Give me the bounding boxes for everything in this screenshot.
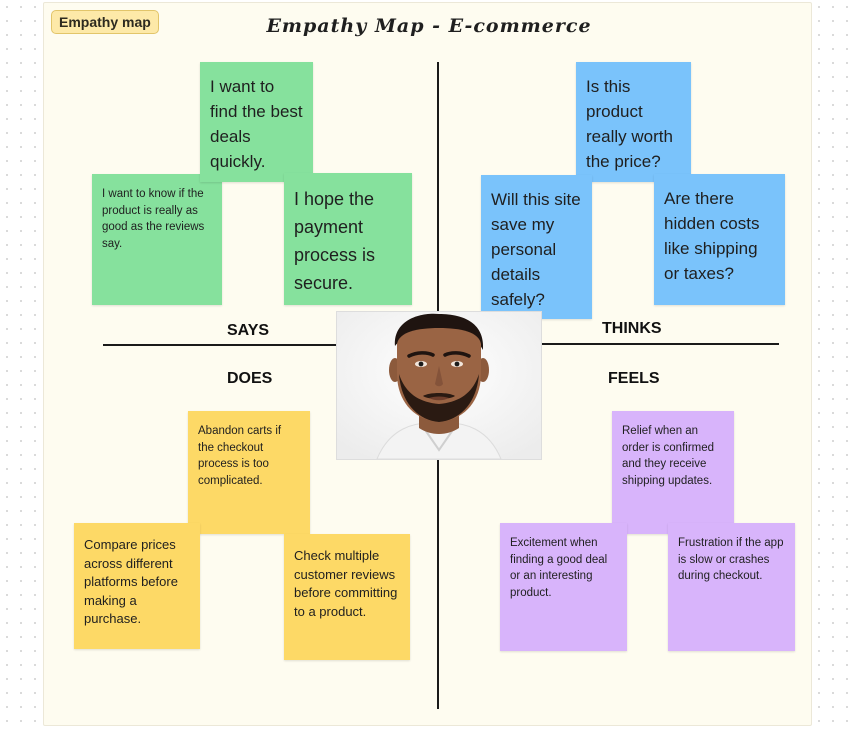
- sticky-note-thinks[interactable]: Is this product really worth the price?: [576, 62, 691, 182]
- sticky-note-feels[interactable]: Excitement when finding a good deal or a…: [500, 523, 627, 651]
- quadrant-label-feels: FEELS: [608, 370, 660, 387]
- sticky-note-does[interactable]: Check multiple customer reviews before c…: [284, 534, 410, 660]
- quadrant-label-thinks: THINKS: [602, 320, 662, 337]
- sticky-note-says[interactable]: I want to find the best deals quickly.: [200, 62, 313, 182]
- sticky-note-says[interactable]: I hope the payment process is secure.: [284, 173, 412, 305]
- quadrant-label-says: SAYS: [227, 322, 270, 339]
- quadrant-label-does: DOES: [227, 370, 273, 387]
- sticky-note-feels[interactable]: Frustration if the app is slow or crashe…: [668, 523, 795, 651]
- sticky-note-thinks[interactable]: Are there hidden costs like shipping or …: [654, 174, 785, 305]
- frame-label[interactable]: Empathy map: [51, 10, 159, 34]
- sticky-note-does[interactable]: Abandon carts if the checkout process is…: [188, 411, 310, 534]
- horizontal-divider-right: [538, 343, 779, 345]
- sticky-note-feels[interactable]: Relief when an order is confirmed and th…: [612, 411, 734, 534]
- persona-portrait-icon: [337, 312, 541, 459]
- sticky-note-thinks[interactable]: Will this site save my personal details …: [481, 175, 592, 319]
- horizontal-divider-left: [103, 344, 343, 346]
- sticky-note-says[interactable]: I want to know if the product is really …: [92, 174, 222, 305]
- sticky-note-does[interactable]: Compare prices across different platform…: [74, 523, 200, 649]
- page-title: Empathy Map - E-commerce: [266, 15, 592, 37]
- persona-photo[interactable]: [336, 311, 542, 460]
